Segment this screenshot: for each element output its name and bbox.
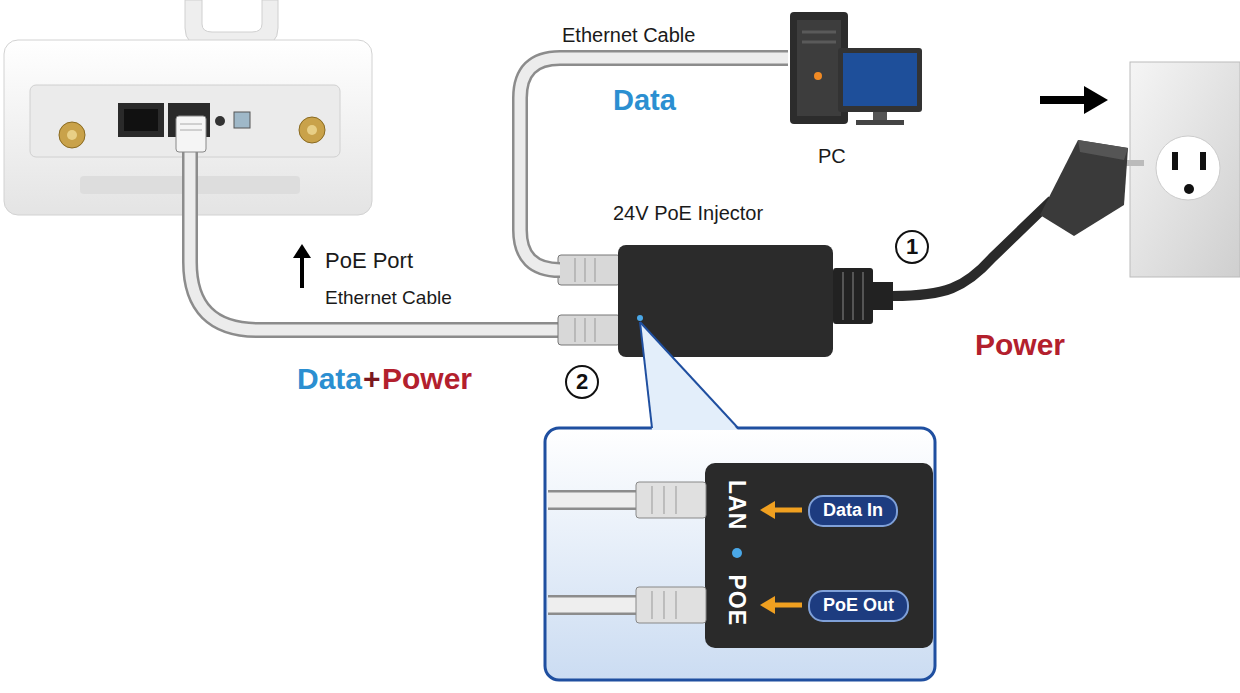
node-text: PC	[818, 145, 846, 168]
power-cord	[893, 62, 1240, 296]
node-text: Data In	[823, 500, 883, 522]
port-name: POE	[724, 574, 750, 626]
cable-outline	[520, 58, 788, 270]
callout-number: 2	[565, 365, 599, 399]
port-name: LAN	[724, 480, 750, 530]
plus-sign: +	[363, 362, 381, 397]
pc-icon	[790, 12, 922, 125]
node-text: 24V PoE Injector	[613, 202, 763, 225]
cable-label: Ethernet Cable	[562, 24, 695, 47]
ethernet-cable	[520, 58, 788, 270]
injector-node: 24V PoE Injector	[558, 198, 833, 360]
pc-node: PC	[788, 8, 923, 170]
poe-injector	[558, 245, 893, 357]
port-pill: Data In	[808, 495, 898, 527]
callout-number: 1	[895, 230, 929, 264]
data-label: Data	[613, 84, 676, 117]
poe-cable	[176, 116, 560, 330]
data-label: Data	[297, 362, 362, 397]
power-label: Power	[382, 362, 472, 397]
detail-inset	[545, 322, 935, 680]
cable-label: Ethernet Cable	[325, 287, 452, 309]
power-label: Power	[975, 328, 1065, 363]
port-pill: PoE Out	[808, 590, 909, 622]
port-label: PoE Port	[325, 248, 413, 273]
node-text: PoE Out	[823, 595, 894, 617]
cable-core	[520, 58, 788, 270]
port-arrow	[293, 244, 311, 288]
